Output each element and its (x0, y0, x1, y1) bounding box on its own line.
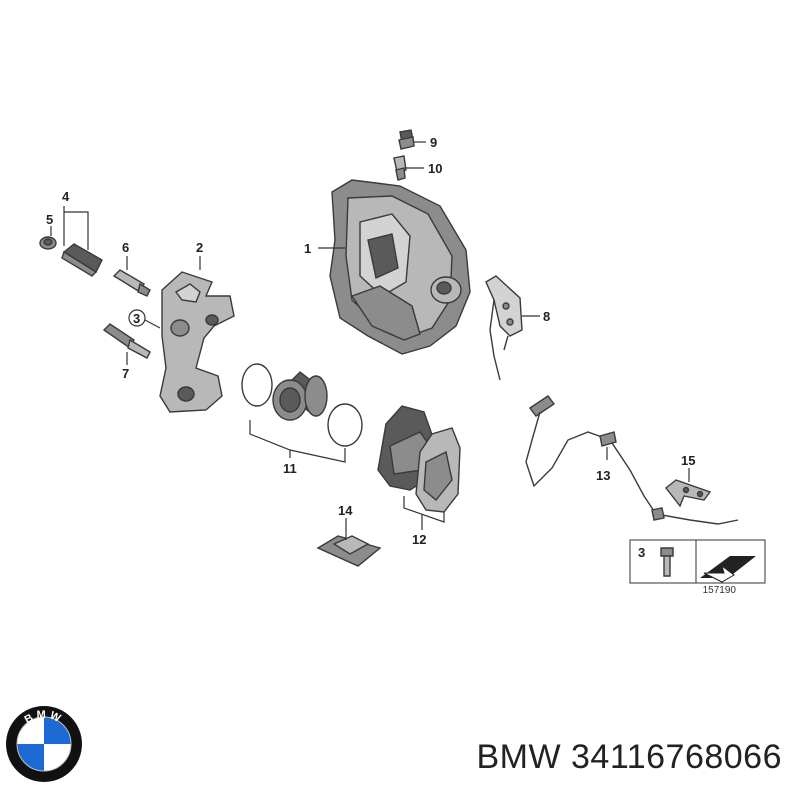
caption-part-number: 34116768066 (571, 738, 782, 776)
part-11-seal-ring (241, 363, 273, 407)
drawing-number: 157190 (703, 585, 737, 596)
callout-8: 8 (543, 309, 550, 324)
caption-brand: BMW (476, 738, 562, 776)
logo-lettering: BMW (23, 709, 63, 727)
callout-6: 6 (122, 240, 129, 255)
svg-text:BMW: BMW (23, 709, 66, 727)
part-11-piston (272, 371, 328, 421)
part-8-spring-clip (485, 275, 523, 381)
part-11-dust-seal (327, 403, 363, 447)
callout-10: 10 (428, 161, 442, 176)
callout-13: 13 (596, 468, 610, 483)
part-2-caliper-carrier (159, 271, 235, 413)
callout-4: 4 (62, 189, 70, 204)
callout-14: 14 (338, 503, 353, 518)
brand-footer: BMW BMW 34116768066 (0, 700, 800, 800)
part-14-shim-packet (316, 535, 382, 567)
part-9-bleed-cap (398, 129, 415, 150)
inset-callout-3: 3 (638, 545, 645, 560)
callout-1: 1 (304, 241, 311, 256)
part-10-bleed-screw (393, 155, 407, 181)
part-7-guide-bolt (102, 323, 151, 359)
part-1-caliper-housing (329, 179, 471, 355)
bmw-logo: BMW (6, 706, 82, 782)
part-15-sensor-bracket (665, 479, 712, 508)
callout-5: 5 (46, 212, 53, 227)
part-5-boot-cap (39, 236, 57, 250)
callout-3-circle (128, 309, 146, 327)
callout-12: 12 (412, 532, 426, 547)
part-12-brake-pad-outer (415, 427, 461, 513)
inset-bolt-icon (660, 547, 674, 577)
callout-11: 11 (283, 461, 297, 476)
inset-arrow-icon (700, 556, 756, 583)
part-4-dust-boot (61, 243, 103, 277)
part-13-wear-sensor (525, 395, 739, 525)
inset-box: 3 157190 (629, 539, 766, 596)
part-caption: BMW 34116768066 (476, 738, 782, 777)
callout-3: 3 (133, 311, 140, 326)
part-6-guide-pin (112, 269, 151, 297)
callout-7: 7 (122, 366, 129, 381)
callout-9: 9 (430, 135, 437, 150)
callout-15: 15 (681, 453, 695, 468)
callout-2: 2 (196, 240, 203, 255)
